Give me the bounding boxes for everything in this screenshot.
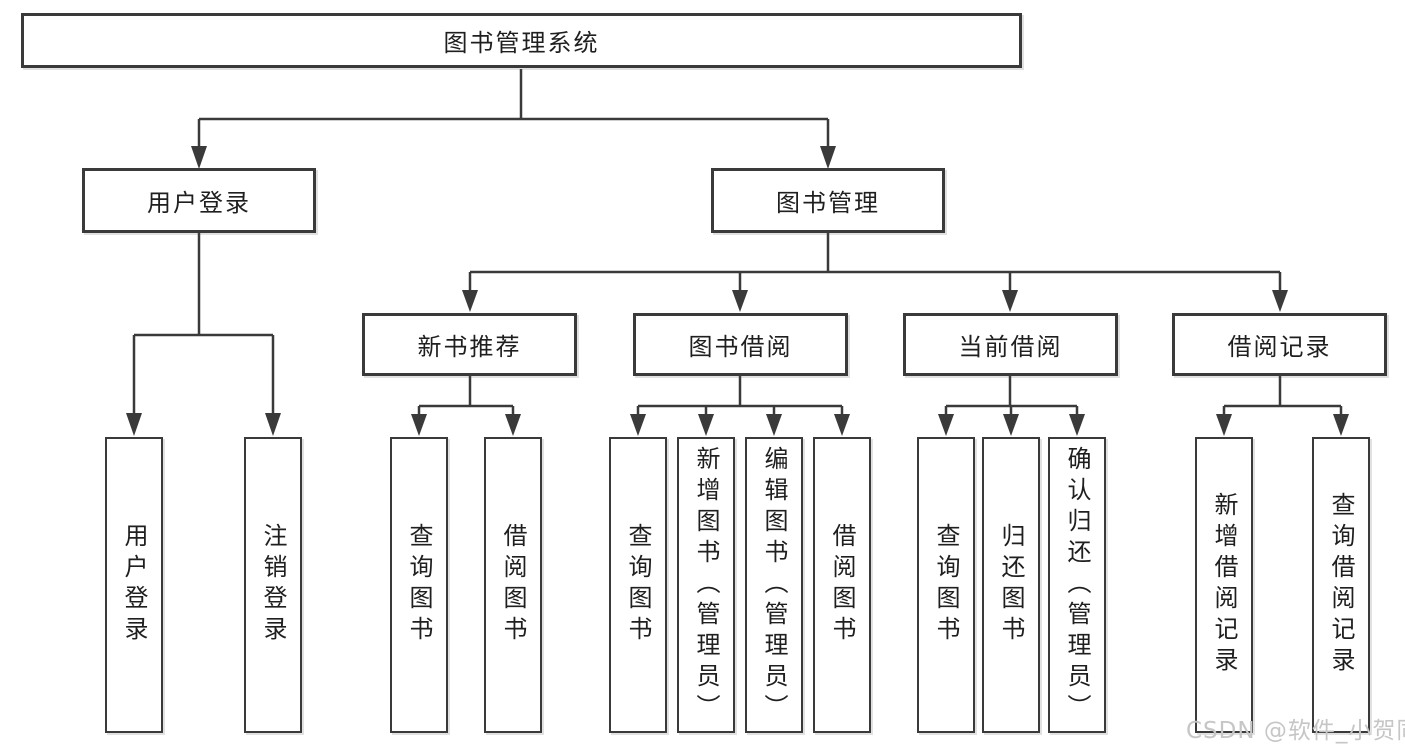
leaf-user-login: 用户登录 [105, 437, 163, 733]
node-book-management-branch: 图书管理 [711, 168, 945, 233]
arrowheads-level2 [191, 146, 836, 169]
leaf-add-books-admin: 新增图书（管理员） [677, 437, 735, 733]
leaf-edit-books-admin: 编辑图书（管理员） [745, 437, 803, 733]
arrowheads-level3 [462, 290, 1288, 312]
leaf-query-borrow-record: 查询借阅记录 [1312, 437, 1370, 733]
leaf-logout-label: 注销登录 [259, 523, 287, 647]
connector-bookborrow-to-leaves [636, 376, 844, 418]
leaf-confirm-return-admin-label: 确认归还（管理员） [1063, 445, 1091, 725]
leaf-newbook-borrow-books: 借阅图书 [484, 437, 542, 733]
leaf-add-borrow-record-label: 新增借阅记录 [1210, 492, 1238, 678]
connector-bookmgmt-to-level3 [468, 233, 1282, 293]
leaf-current-query-books-label: 查询图书 [932, 523, 960, 647]
connector-root-to-level2 [197, 69, 830, 150]
node-user-login-branch-label: 用户登录 [147, 189, 251, 217]
leaf-current-query-books: 查询图书 [917, 437, 975, 733]
connector-newbookrec-to-leaves [417, 376, 515, 418]
node-root-label: 图书管理系统 [443, 29, 600, 57]
node-book-borrowing-label: 图书借阅 [688, 333, 793, 361]
node-current-borrowing-label: 当前借阅 [958, 333, 1063, 361]
leaf-newbook-query-books-label: 查询图书 [405, 523, 433, 647]
node-new-book-recommend-label: 新书推荐 [417, 333, 522, 361]
arrowheads-userlogin-leaves [126, 413, 281, 436]
leaf-newbook-borrow-books-label: 借阅图书 [499, 523, 527, 647]
leaf-return-books: 归还图书 [982, 437, 1040, 733]
connector-currentborrow-to-leaves [944, 376, 1079, 418]
node-borrowing-records: 借阅记录 [1172, 313, 1387, 376]
node-book-borrowing: 图书借阅 [633, 313, 848, 376]
node-current-borrowing: 当前借阅 [903, 313, 1118, 376]
leaf-borrowing-query-books: 查询图书 [609, 437, 667, 733]
node-new-book-recommend: 新书推荐 [362, 313, 577, 376]
leaf-add-borrow-record: 新增借阅记录 [1195, 437, 1253, 733]
leaf-borrowing-borrow-books-label: 借阅图书 [828, 523, 856, 647]
leaf-borrowing-borrow-books: 借阅图书 [813, 437, 871, 733]
leaf-confirm-return-admin: 确认归还（管理员） [1048, 437, 1106, 733]
leaf-user-login-label: 用户登录 [120, 523, 148, 647]
leaf-borrowing-query-books-label: 查询图书 [624, 523, 652, 647]
arrowheads-leaves [411, 414, 1349, 436]
node-user-login-branch: 用户登录 [82, 168, 316, 233]
leaf-query-borrow-record-label: 查询借阅记录 [1327, 492, 1355, 678]
leaf-newbook-query-books: 查询图书 [390, 437, 448, 733]
leaf-return-books-label: 归还图书 [997, 523, 1025, 647]
leaf-logout: 注销登录 [244, 437, 302, 733]
node-borrowing-records-label: 借阅记录 [1227, 333, 1332, 361]
connector-userlogin-to-leaves [132, 233, 275, 416]
connector-borrowrecords-to-leaves [1222, 376, 1343, 418]
leaf-edit-books-admin-label: 编辑图书（管理员） [760, 445, 788, 725]
node-book-management-branch-label: 图书管理 [776, 189, 880, 217]
csdn-watermark: CSDN @软件_小贺同学 [1186, 718, 1405, 744]
leaf-add-books-admin-label: 新增图书（管理员） [692, 445, 720, 725]
node-root: 图书管理系统 [21, 13, 1022, 68]
